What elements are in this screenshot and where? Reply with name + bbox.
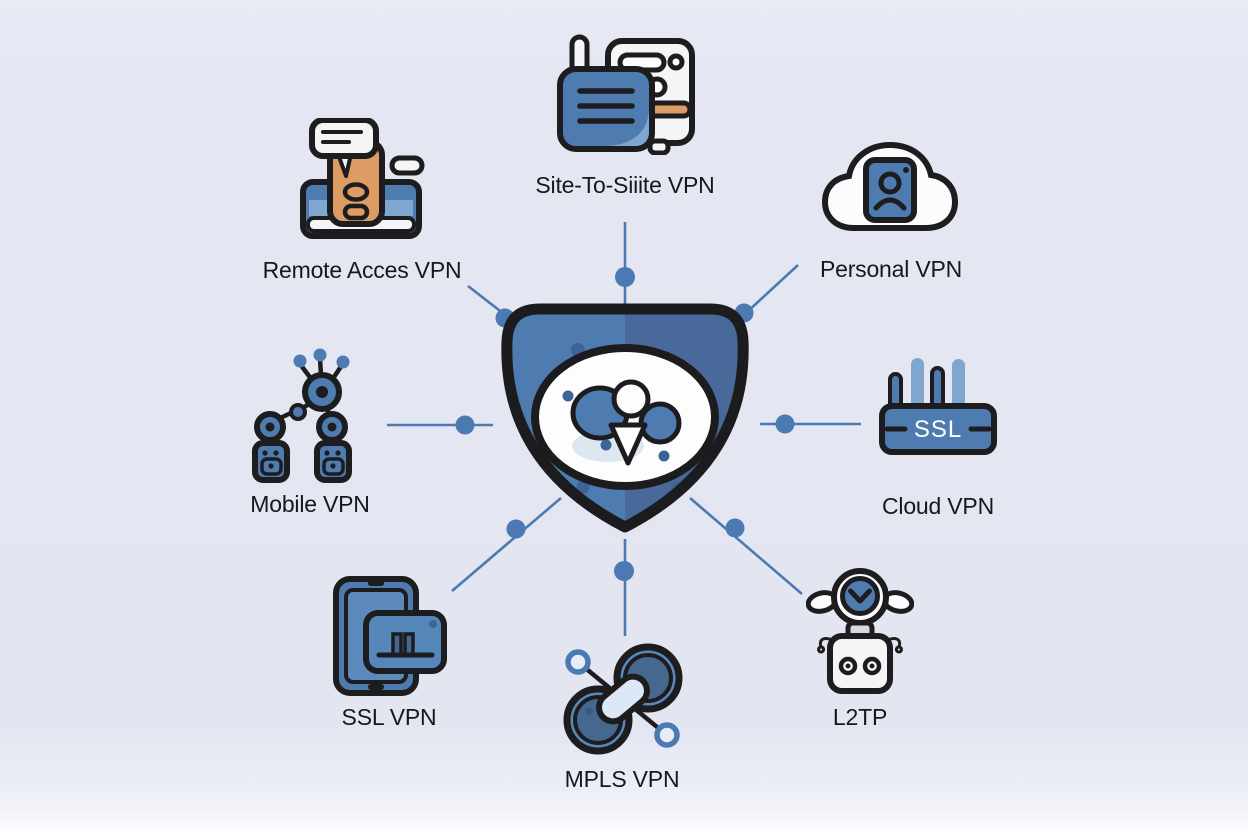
node-mpls: MPLS VPN <box>556 638 688 803</box>
node-label-ssl: SSL VPN <box>341 704 437 730</box>
node-label-cloud: Cloud VPN <box>882 493 994 519</box>
laptop-chat-icon <box>300 118 425 239</box>
center-shield <box>488 296 762 542</box>
vpn-shield-logo-icon <box>501 303 749 533</box>
robot-icon <box>806 568 914 694</box>
node-ssl: SSL VPN <box>330 575 448 745</box>
network-nodes-icon <box>252 348 352 483</box>
connector-node-dot <box>615 267 635 287</box>
node-personal: Personal VPN <box>820 138 962 298</box>
connector-node-dot <box>506 519 526 539</box>
node-label-site-to-site: Site-To-Siiite VPN <box>535 172 715 198</box>
node-remote-access: Remote Acces VPN <box>263 118 462 288</box>
ssl-router-icon: SSL <box>879 358 997 455</box>
node-label-remote-access: Remote Acces VPN <box>262 257 462 283</box>
connector-line <box>451 497 562 592</box>
node-site-to-site: Site-To-Siiite VPN <box>535 33 715 203</box>
node-mobile: Mobile VPN <box>250 348 385 523</box>
router-ssl-text: SSL <box>914 416 962 443</box>
cloud-user-icon <box>821 141 959 231</box>
connector-node-dot <box>455 415 475 435</box>
node-l2tp: L2TP <box>806 560 914 735</box>
tablet-card-icon <box>333 576 447 696</box>
connector-line <box>689 497 803 595</box>
node-label-l2tp: L2TP <box>832 704 888 730</box>
node-cloud: SSL Cloud VPN <box>878 352 998 527</box>
dumbbell-link-icon <box>563 643 683 755</box>
node-label-mobile: Mobile VPN <box>250 491 370 517</box>
connector-node-dot <box>725 518 745 538</box>
routers-link-icon <box>557 34 695 155</box>
connector-node-dot <box>614 561 634 581</box>
node-label-mpls: MPLS VPN <box>564 766 680 792</box>
connector-node-dot <box>775 414 795 434</box>
node-label-personal: Personal VPN <box>819 256 963 282</box>
